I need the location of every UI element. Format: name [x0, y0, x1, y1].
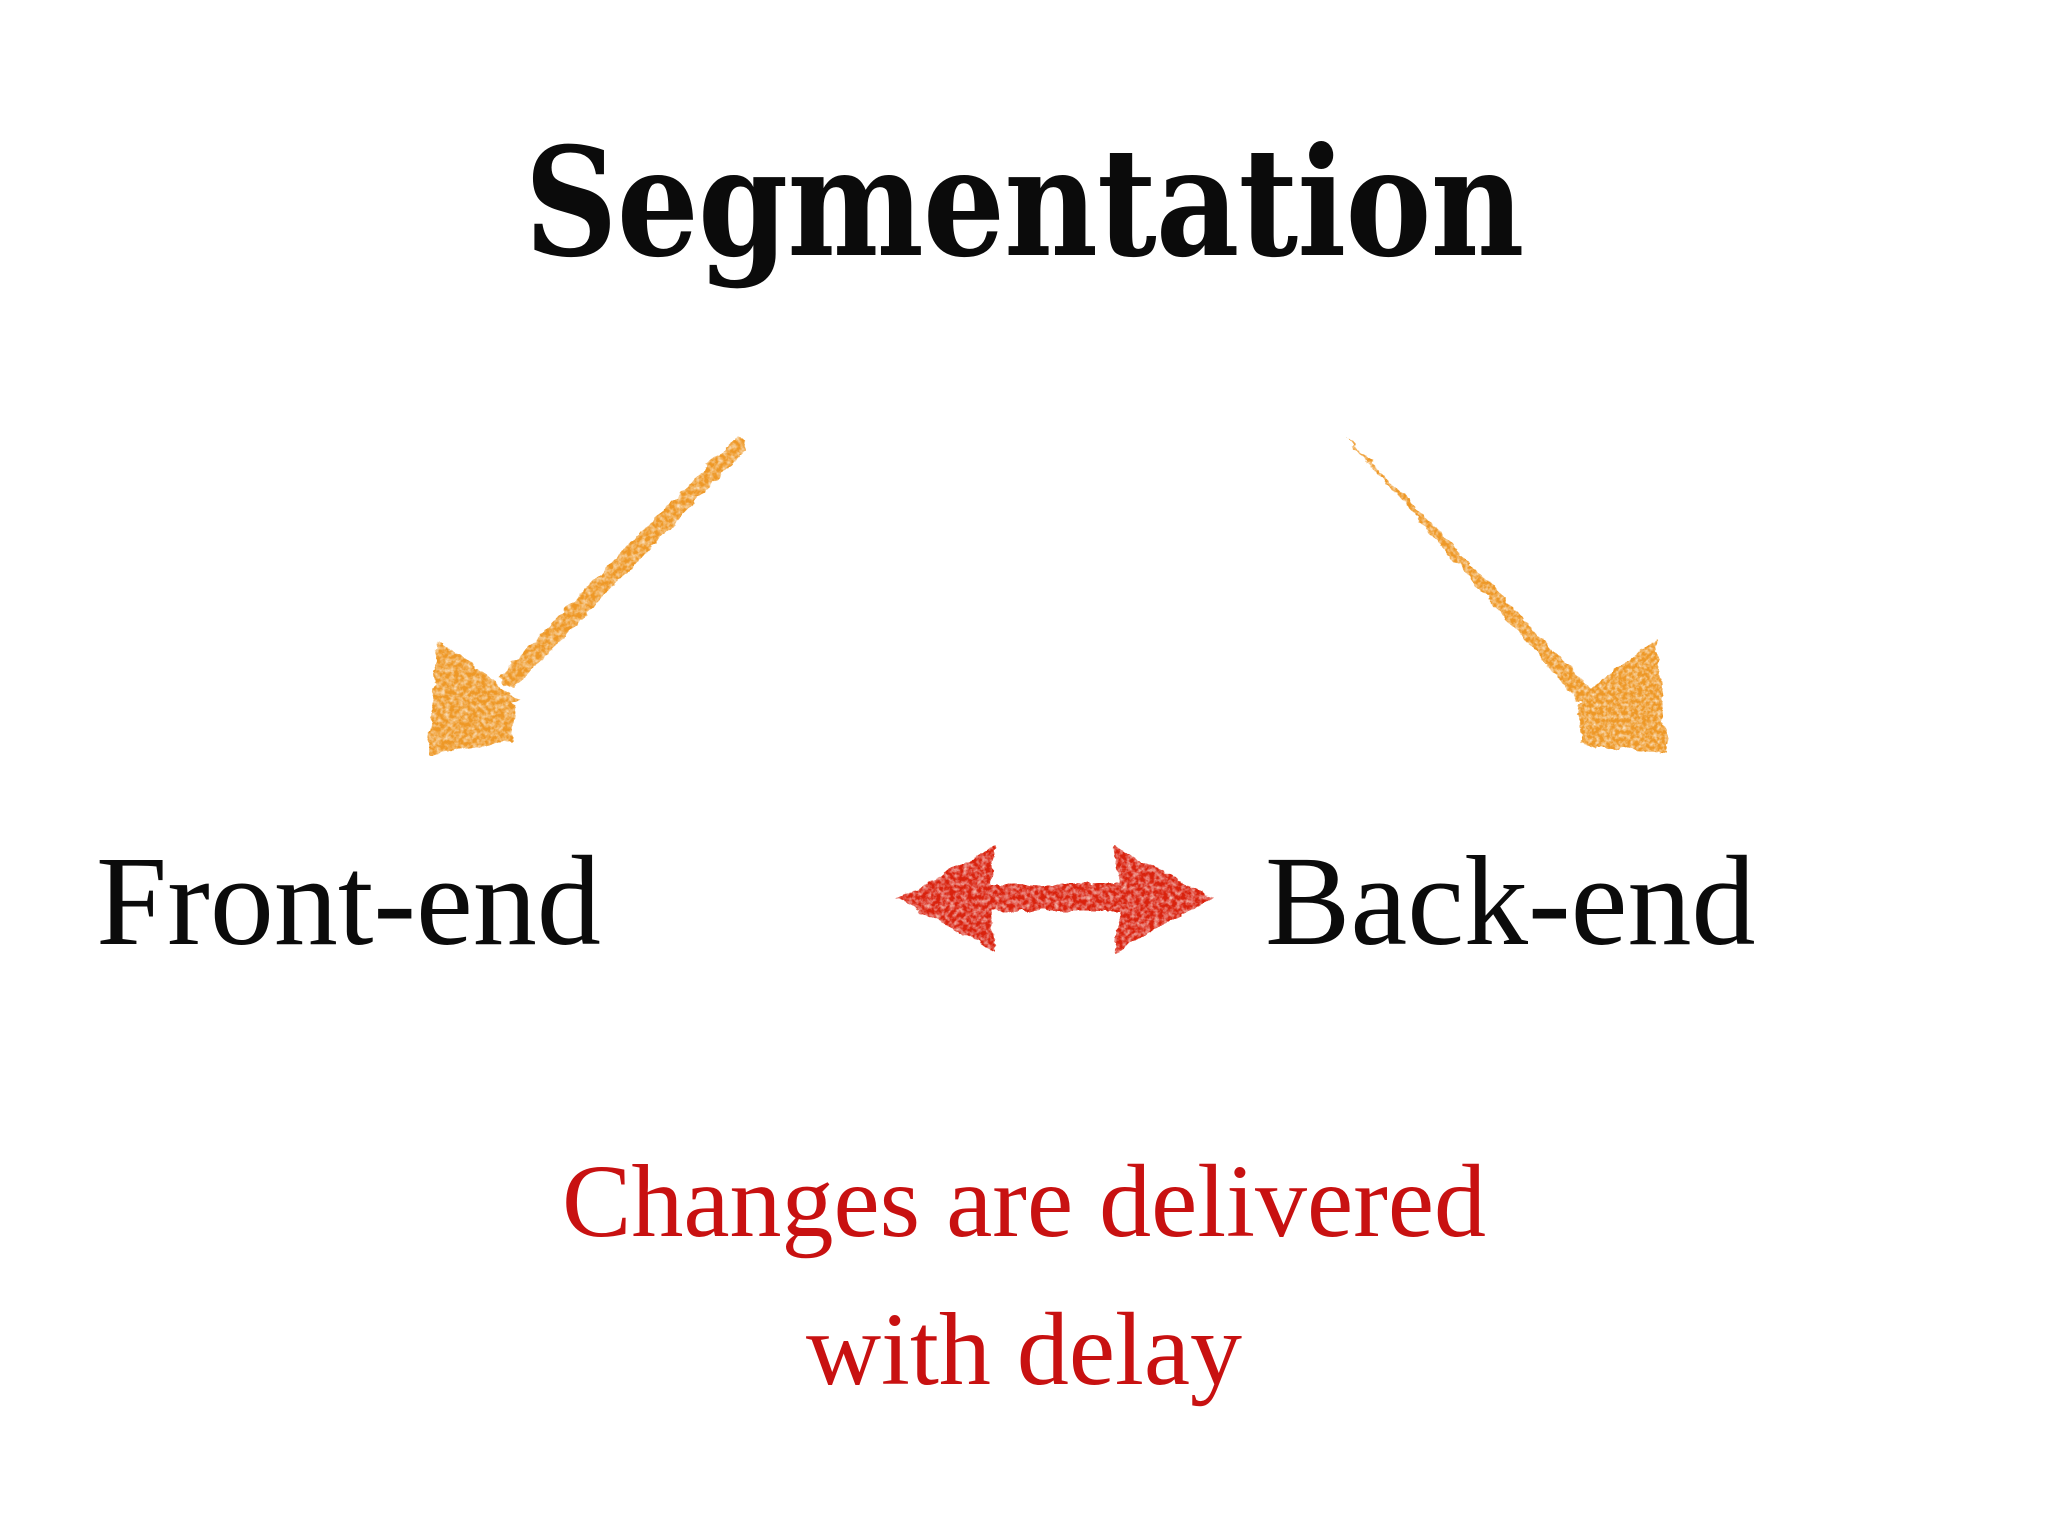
caption-line-1: Changes are delivered [561, 1144, 1486, 1259]
diagram-node-row: Front-end Back-end [0, 806, 2048, 996]
node-front-end: Front-end [96, 830, 601, 972]
page-title: Segmentation [524, 115, 1524, 291]
node-back-end: Back-end [1265, 830, 1756, 972]
caption-text: Changes are delivered with delay [0, 1128, 2048, 1424]
split-arrow-right-icon [1345, 436, 1668, 754]
caption-line-2: with delay [805, 1292, 1243, 1407]
split-arrow-left-icon [428, 436, 748, 756]
